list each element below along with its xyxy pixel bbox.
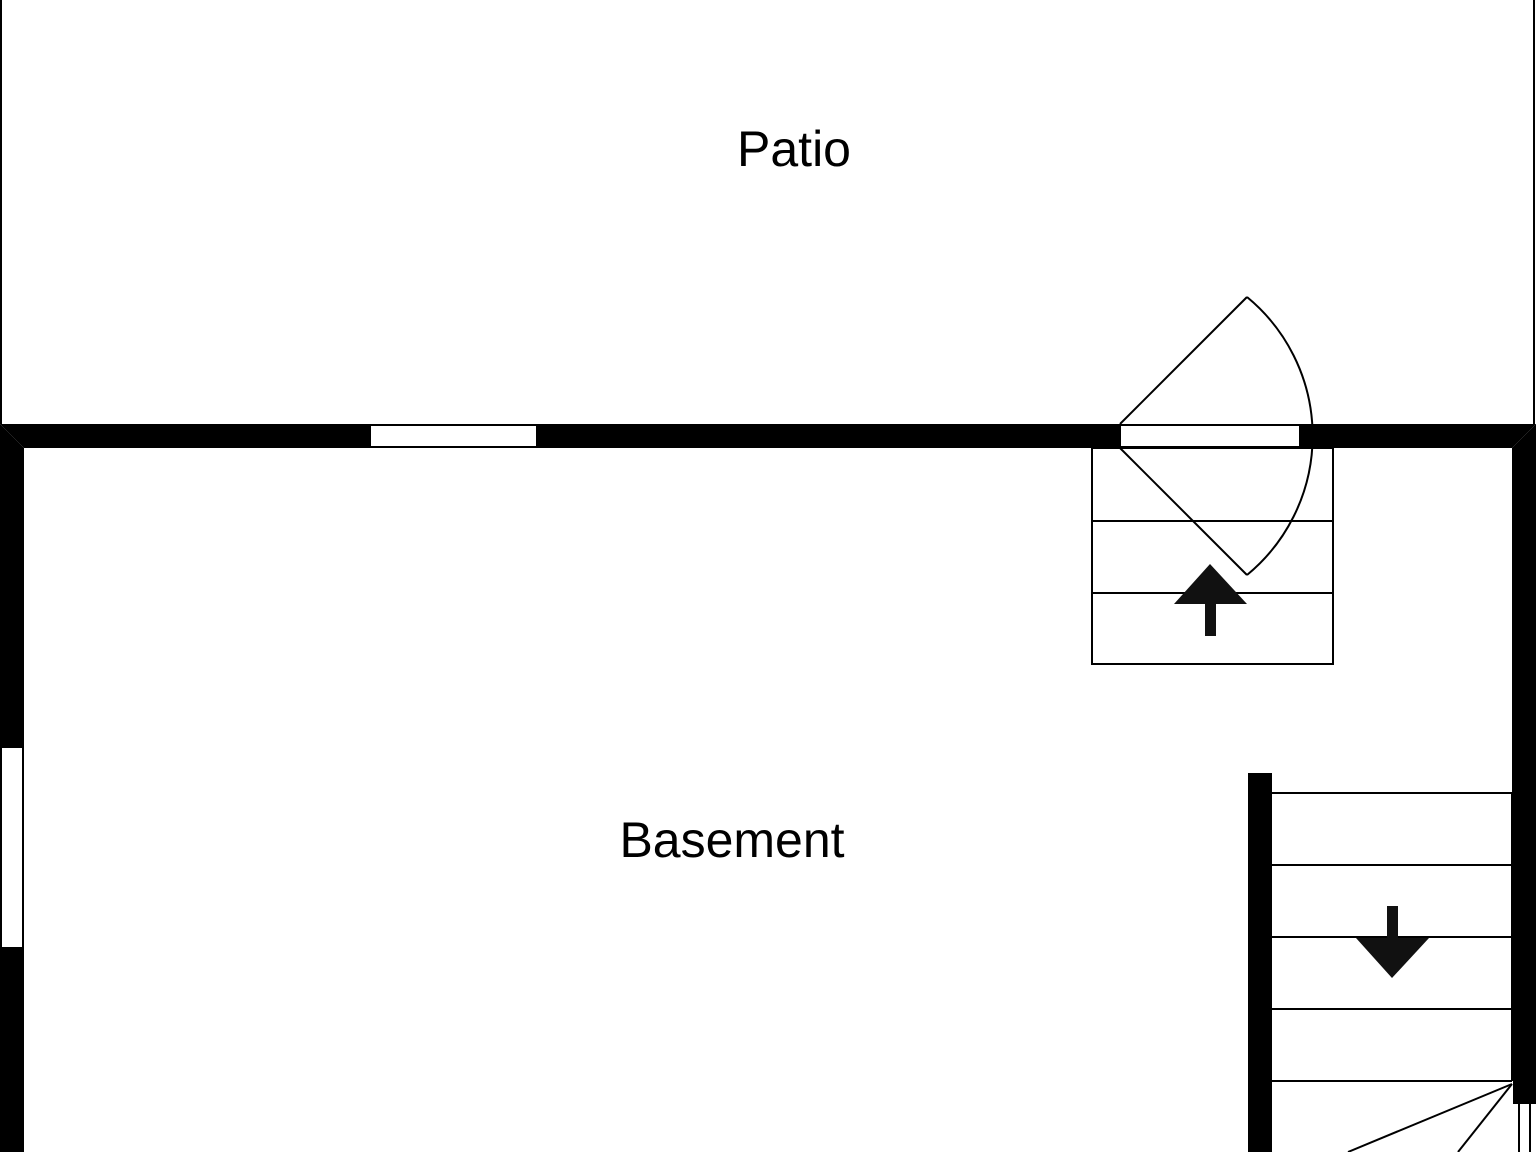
door-jamb — [1518, 1104, 1531, 1152]
window-left — [0, 746, 24, 949]
arrow-up-icon — [1174, 564, 1247, 636]
stair-wall — [1248, 773, 1272, 1152]
room-label-patio: Patio — [737, 121, 851, 177]
door-swing-icon — [1119, 296, 1314, 576]
arrow-down-icon — [1356, 906, 1429, 978]
right-wall-lower — [1513, 796, 1536, 1104]
room-label-basement: Basement — [619, 812, 844, 868]
window-top — [369, 424, 538, 448]
top-wall — [0, 424, 1536, 448]
patio-outline — [0, 0, 1535, 424]
door-opening — [1119, 424, 1301, 448]
right-wall-upper — [1512, 424, 1536, 796]
